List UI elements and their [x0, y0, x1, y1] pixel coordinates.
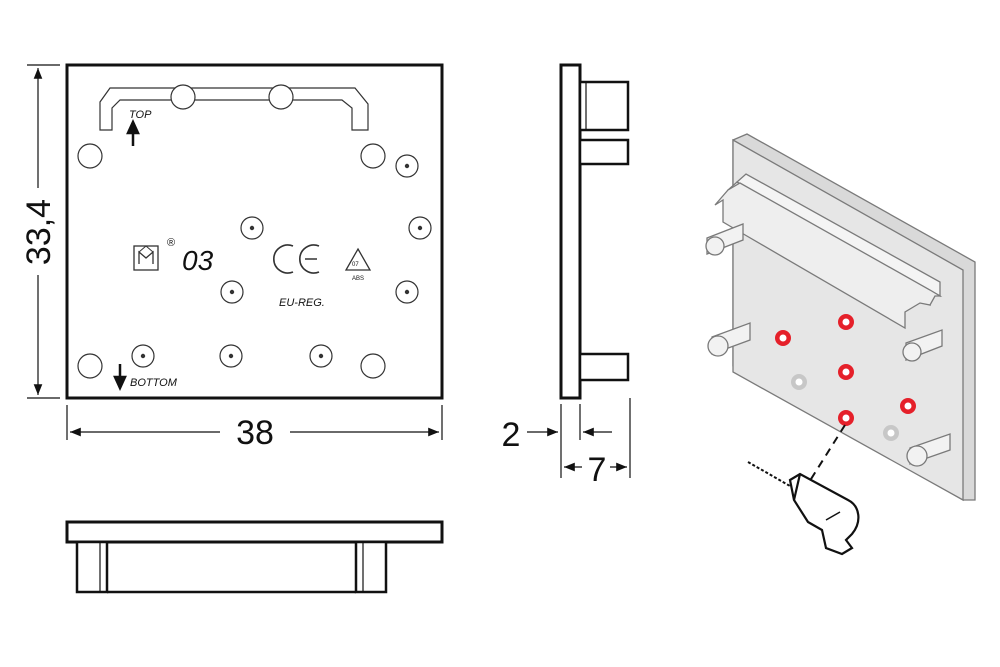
registered-mark: ®	[167, 237, 175, 249]
base-value: 2	[502, 416, 521, 454]
recycle-code: 07	[352, 262, 359, 268]
top-arrow-icon	[126, 118, 140, 146]
pins	[705, 223, 951, 467]
bottom-label: BOTTOM	[130, 377, 178, 389]
recycle-icon: 07 ABS	[344, 247, 372, 282]
drill-points	[131, 154, 432, 368]
width-dimension	[66, 405, 443, 440]
rail-outline	[99, 87, 369, 131]
drill-path	[805, 424, 846, 488]
width-value: 38	[236, 414, 274, 452]
front-view: TOP BOTTOM ® 03 EU-REG. 07 ABS	[65, 63, 444, 400]
depth-value: 7	[588, 451, 607, 489]
manufacturer-logo-icon	[133, 245, 159, 271]
side-view	[559, 63, 630, 400]
eu-reg-label: EU-REG.	[279, 297, 325, 309]
drill-markers	[775, 314, 916, 441]
top-label: TOP	[129, 109, 152, 121]
isometric-cap-illustration	[705, 133, 976, 502]
recycle-material: ABS	[352, 276, 364, 282]
height-value: 33,4	[20, 199, 58, 265]
mounting-circles	[77, 84, 386, 379]
depth-dimensions	[527, 398, 631, 478]
drill-icon	[747, 461, 860, 556]
ce-mark-icon	[273, 244, 320, 274]
bottom-arrow-icon	[113, 364, 127, 392]
height-dimension	[27, 64, 60, 399]
model-number: 03	[182, 245, 214, 276]
bottom-view	[65, 520, 444, 594]
